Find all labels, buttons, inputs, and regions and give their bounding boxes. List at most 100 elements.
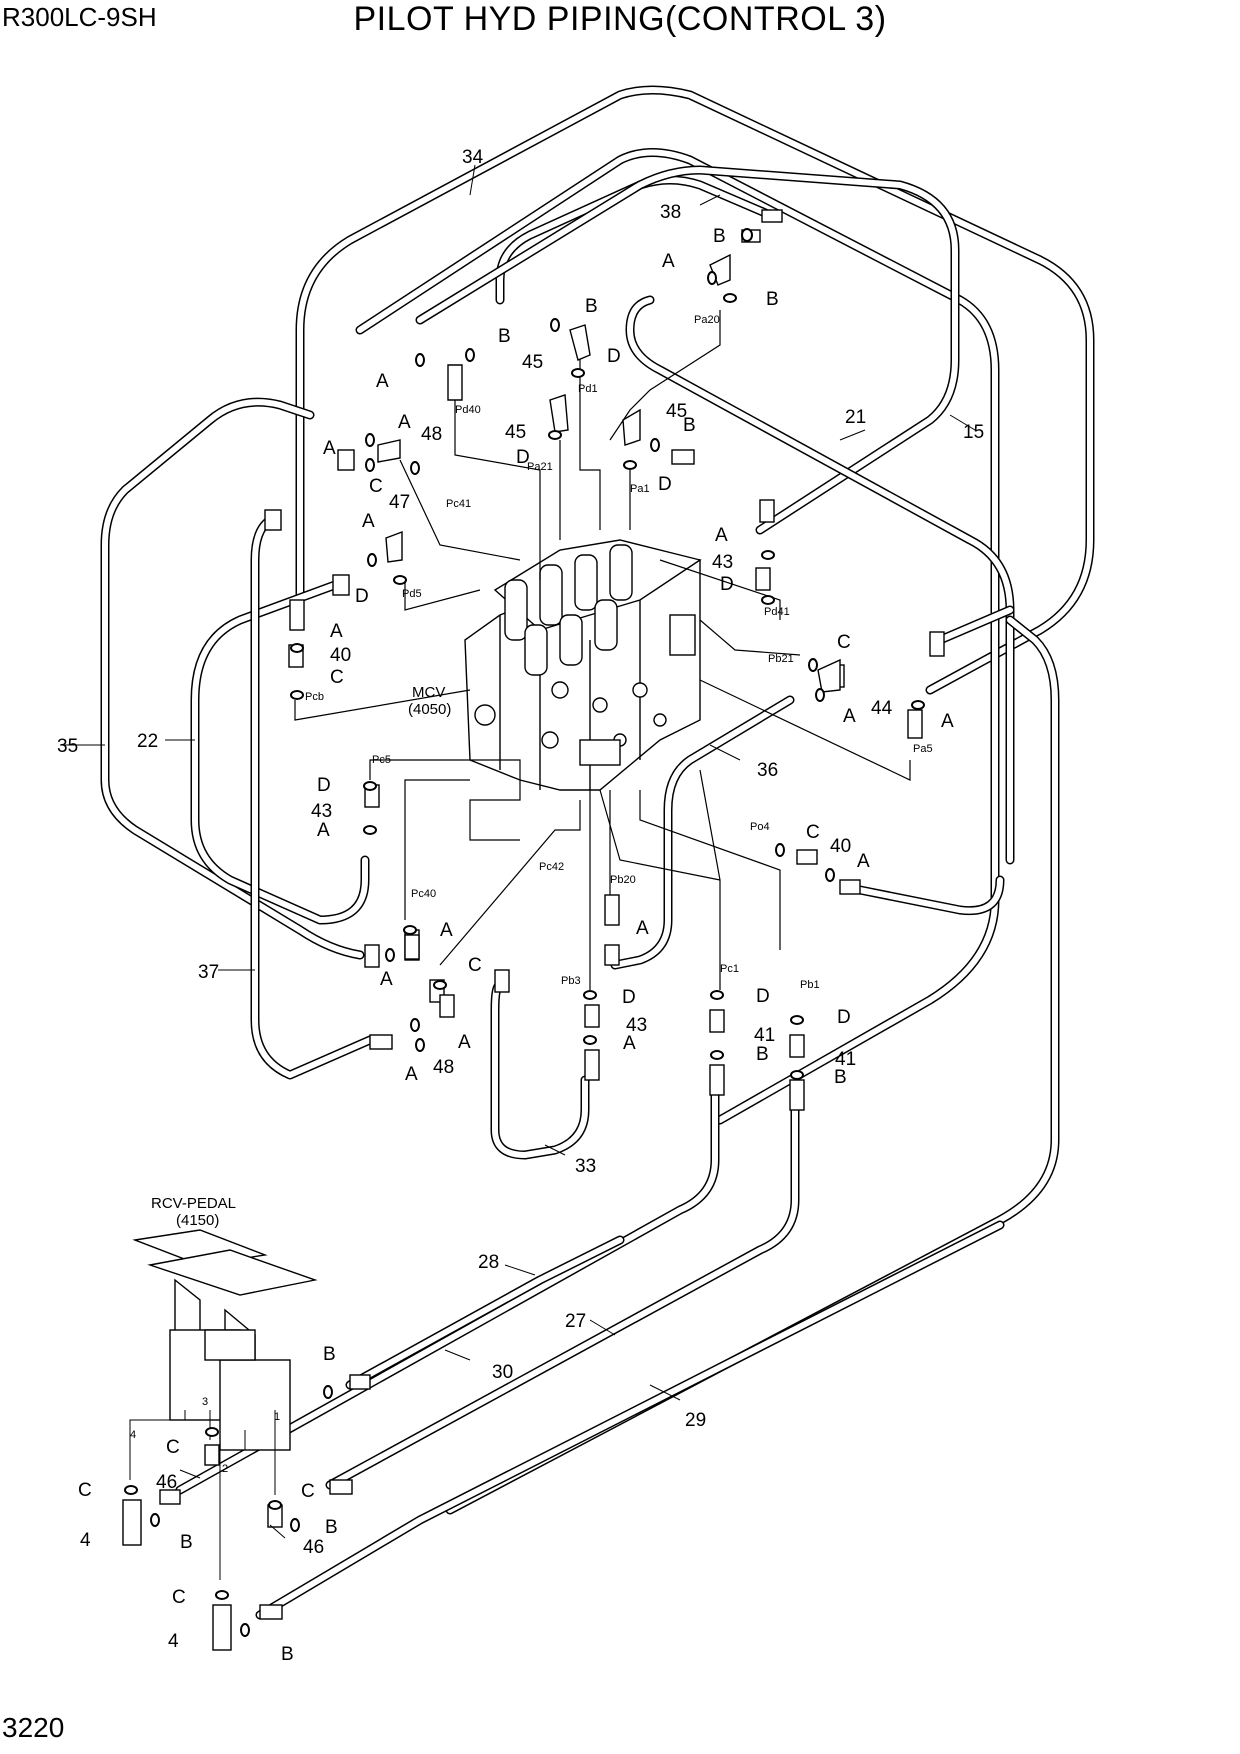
letter-b-10: B <box>325 1517 338 1538</box>
callout-15: 15 <box>963 422 984 443</box>
port-labels: Pa20 Pd1 Pd40 Pa21 Pa1 Pc41 Pd5 Pd41 Pb2… <box>305 314 933 991</box>
letter-a-9: A <box>941 711 954 732</box>
callout-48-upper: 48 <box>421 424 442 445</box>
letter-c-8: C <box>301 1481 315 1502</box>
letter-b-1: B <box>713 226 726 247</box>
letter-a-4: A <box>323 438 336 459</box>
letter-c-5: C <box>468 955 482 976</box>
letter-a-15: A <box>623 1033 636 1054</box>
callout-38: 38 <box>660 202 681 223</box>
letter-c-2: C <box>837 632 851 653</box>
pedal-port-2: 2 <box>222 1463 228 1475</box>
callout-28: 28 <box>478 1252 499 1273</box>
callout-27: 27 <box>565 1311 586 1332</box>
hose-pipes <box>100 85 1095 1620</box>
rcv-pedal <box>132 1229 318 1451</box>
callout-40-a: 40 <box>330 645 351 666</box>
model-code: R300LC-9SH <box>2 2 157 32</box>
port-pd40: Pd40 <box>455 404 481 416</box>
callout-29: 29 <box>685 1410 706 1431</box>
letter-b-6: B <box>756 1044 769 1065</box>
callout-21: 21 <box>845 407 866 428</box>
port-pa1: Pa1 <box>630 483 650 495</box>
part-callouts: 34 38 21 15 35 22 36 37 33 28 27 30 29 4… <box>57 147 984 1652</box>
callout-leaders <box>60 164 976 1539</box>
port-pcb: Pcb <box>305 691 324 703</box>
letter-b-5: B <box>683 415 696 436</box>
letter-b-2: B <box>766 289 779 310</box>
callout-33: 33 <box>575 1156 596 1177</box>
letter-a-14: A <box>380 969 393 990</box>
port-pc5: Pc5 <box>372 754 391 766</box>
port-pb1: Pb1 <box>800 979 820 991</box>
port-pd41: Pd41 <box>764 606 790 618</box>
letter-a-6: A <box>715 525 728 546</box>
callout-41-a: 41 <box>754 1025 775 1046</box>
mcv-label: MCV <box>412 684 445 701</box>
port-pb20: Pb20 <box>610 874 636 886</box>
port-pa21: Pa21 <box>527 461 553 473</box>
block-4-lower <box>212 1604 232 1651</box>
callout-47: 47 <box>389 492 410 513</box>
port-pd5: Pd5 <box>402 588 422 600</box>
letter-a-8: A <box>843 706 856 727</box>
letter-a-3: A <box>398 412 411 433</box>
letter-a-17: A <box>405 1064 418 1085</box>
port-pc42: Pc42 <box>539 861 564 873</box>
port-pa5: Pa5 <box>913 743 933 755</box>
letter-c-6: C <box>166 1437 180 1458</box>
pedal-port-1: 1 <box>274 1411 280 1423</box>
callout-22: 22 <box>137 731 158 752</box>
letter-b-7: B <box>834 1067 847 1088</box>
letter-a-5: A <box>362 511 375 532</box>
page-number: 3220 <box>2 1712 65 1743</box>
letter-a-7: A <box>330 621 343 642</box>
mcv-code: (4050) <box>408 701 451 718</box>
callout-45-a: 45 <box>522 352 543 373</box>
pedal-port-4: 4 <box>130 1429 136 1441</box>
callout-45-c: 45 <box>666 401 687 422</box>
callout-4-upper: 4 <box>80 1530 91 1551</box>
letter-b-11: B <box>281 1644 294 1665</box>
port-pc1: Pc1 <box>720 963 739 975</box>
callout-37: 37 <box>198 962 219 983</box>
callout-34: 34 <box>462 147 484 168</box>
callout-41-b: 41 <box>835 1049 856 1070</box>
port-pa20: Pa20 <box>694 314 720 326</box>
callout-36: 36 <box>757 760 778 781</box>
port-pd1: Pd1 <box>578 383 598 395</box>
callout-45-b: 45 <box>505 422 526 443</box>
pedal-port-3: 3 <box>202 1396 208 1408</box>
port-pb3: Pb3 <box>561 975 581 987</box>
port-pc40: Pc40 <box>411 888 436 900</box>
letter-c-9: C <box>172 1587 186 1608</box>
callout-4-lower: 4 <box>168 1631 179 1652</box>
callout-46-b: 46 <box>303 1537 324 1558</box>
letter-d-1: D <box>607 346 621 367</box>
callout-46-a: 46 <box>156 1472 177 1493</box>
letter-a-12: A <box>440 920 453 941</box>
pedal-label: RCV-PEDAL <box>151 1195 236 1212</box>
letter-d-5: D <box>720 574 734 595</box>
letter-d-2: D <box>516 447 530 468</box>
letter-d-7: D <box>622 987 636 1008</box>
callout-30: 30 <box>492 1362 513 1383</box>
letter-d-6: D <box>317 775 331 796</box>
port-pb21: Pb21 <box>768 653 794 665</box>
callout-48-lower: 48 <box>433 1057 454 1078</box>
letter-a-11: A <box>857 851 870 872</box>
mcv-block <box>464 539 702 791</box>
letter-b-3: B <box>585 296 598 317</box>
seal-letter-callouts: B A B B B A D A A D B C D A A D D A C C … <box>78 226 954 1665</box>
pedal-code: (4150) <box>176 1212 219 1229</box>
callout-35: 35 <box>57 736 78 757</box>
callout-43-b: 43 <box>311 801 332 822</box>
letter-a-10: A <box>317 820 330 841</box>
letter-c-3: C <box>330 667 344 688</box>
letter-a-1: A <box>662 251 675 272</box>
letter-b-9: B <box>180 1532 193 1553</box>
letter-c-4: C <box>806 822 820 843</box>
letter-d-3: D <box>658 474 672 495</box>
port-po4: Po4 <box>750 821 770 833</box>
letter-b-4: B <box>498 326 511 347</box>
